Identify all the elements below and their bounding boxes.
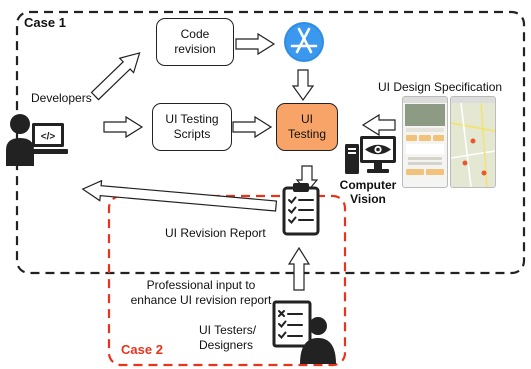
svg-text:</>: </> (41, 132, 56, 143)
arrow-code-revision-to-app-store (235, 32, 276, 56)
clipboard-checklist-icon (282, 183, 320, 236)
ui-revision-report-label: UI Revision Report (165, 226, 266, 240)
professional-input-line2: enhance UI revision report (130, 293, 272, 307)
ui-design-specification-label: UI Design Specification (378, 80, 503, 94)
ui-testing-scripts-line2: Scripts (173, 127, 211, 141)
code-revision-line2: revision (174, 42, 216, 56)
ui-testing-line2: Testing (287, 127, 327, 141)
professional-input-line1: Professional input to (146, 278, 256, 292)
computer-vision-icon (345, 136, 396, 174)
arrow-developers-to-scripts (103, 115, 144, 139)
arrow-specification-to-ui-testing (361, 113, 396, 137)
computer-vision-line1: Computer (339, 178, 397, 192)
ui-testers-line2: Designers (199, 338, 254, 352)
ui-testing-scripts-line1: UI Testing (165, 112, 219, 126)
arrow-app-store-to-ui-testing (291, 69, 315, 102)
code-revision-line1: Code (180, 27, 210, 41)
ui-testers-line1: UI Testers/ (199, 323, 257, 337)
code-revision-box: Code revision (156, 18, 234, 66)
case1-title: Case 1 (24, 15, 66, 30)
case2-region (107, 194, 347, 367)
spec-screenshot-2 (450, 96, 496, 188)
spec-map (451, 103, 495, 187)
computer-vision-line2: Vision (350, 192, 386, 206)
case2-title: Case 2 (121, 342, 163, 357)
arrow-scripts-to-ui-testing (232, 115, 273, 139)
arrow-testers-to-report (287, 246, 311, 291)
developer-icon: </> (6, 114, 68, 166)
arrow-developers-to-code-revision (90, 52, 141, 101)
arrow-report-to-developers (81, 179, 278, 212)
professional-input-label: Professional input to enhance UI revisio… (122, 278, 280, 308)
spec-screenshot-1 (402, 96, 448, 188)
ui-testing-box: UI Testing (276, 103, 338, 151)
tester-checklist-icon (272, 300, 336, 364)
app-store-icon (284, 22, 324, 62)
ui-testers-label: UI Testers/ Designers (199, 323, 256, 353)
ui-testing-scripts-box: UI Testing Scripts (152, 103, 232, 151)
ui-testing-line1: UI (301, 112, 313, 126)
case1-region (15, 10, 526, 275)
developers-label: Developers (31, 91, 92, 105)
computer-vision-label: Computer Vision (338, 178, 398, 206)
